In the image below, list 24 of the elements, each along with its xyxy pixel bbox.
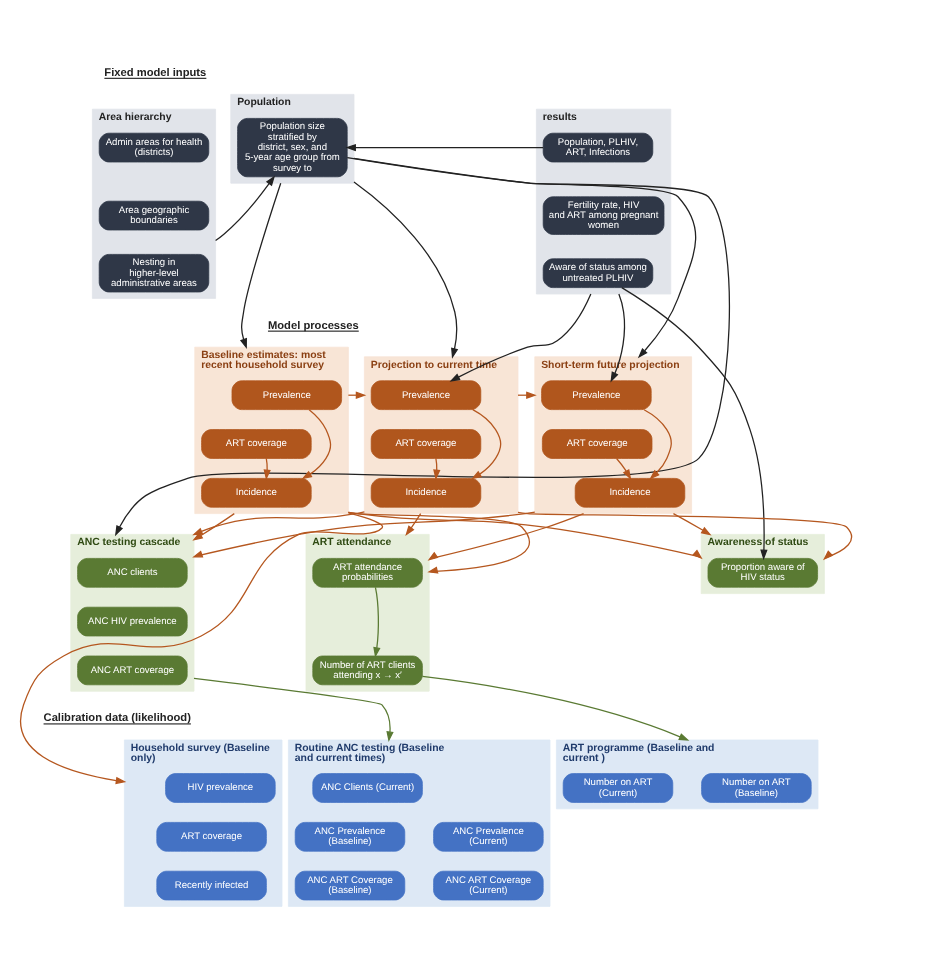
arrow bbox=[517, 511, 853, 561]
arrow bbox=[214, 175, 276, 242]
arrow bbox=[353, 157, 697, 359]
arrow bbox=[114, 156, 730, 537]
arrow bbox=[471, 409, 502, 480]
arrow bbox=[345, 143, 544, 152]
arrow bbox=[427, 512, 585, 561]
arrow bbox=[615, 457, 632, 480]
arrow bbox=[643, 409, 672, 480]
arrow bbox=[449, 293, 592, 382]
arrow bbox=[672, 512, 712, 536]
arrow bbox=[373, 586, 381, 658]
arrow bbox=[353, 181, 459, 359]
arrow bbox=[621, 286, 768, 561]
arrow bbox=[263, 457, 271, 481]
arrow bbox=[301, 409, 332, 480]
arrow bbox=[239, 182, 282, 350]
arrow bbox=[347, 511, 703, 560]
arrow bbox=[192, 511, 366, 536]
arrow bbox=[405, 512, 422, 536]
arrow bbox=[433, 457, 441, 481]
arrow bbox=[421, 675, 690, 741]
arrow bbox=[20, 512, 384, 785]
arrow bbox=[193, 677, 394, 742]
